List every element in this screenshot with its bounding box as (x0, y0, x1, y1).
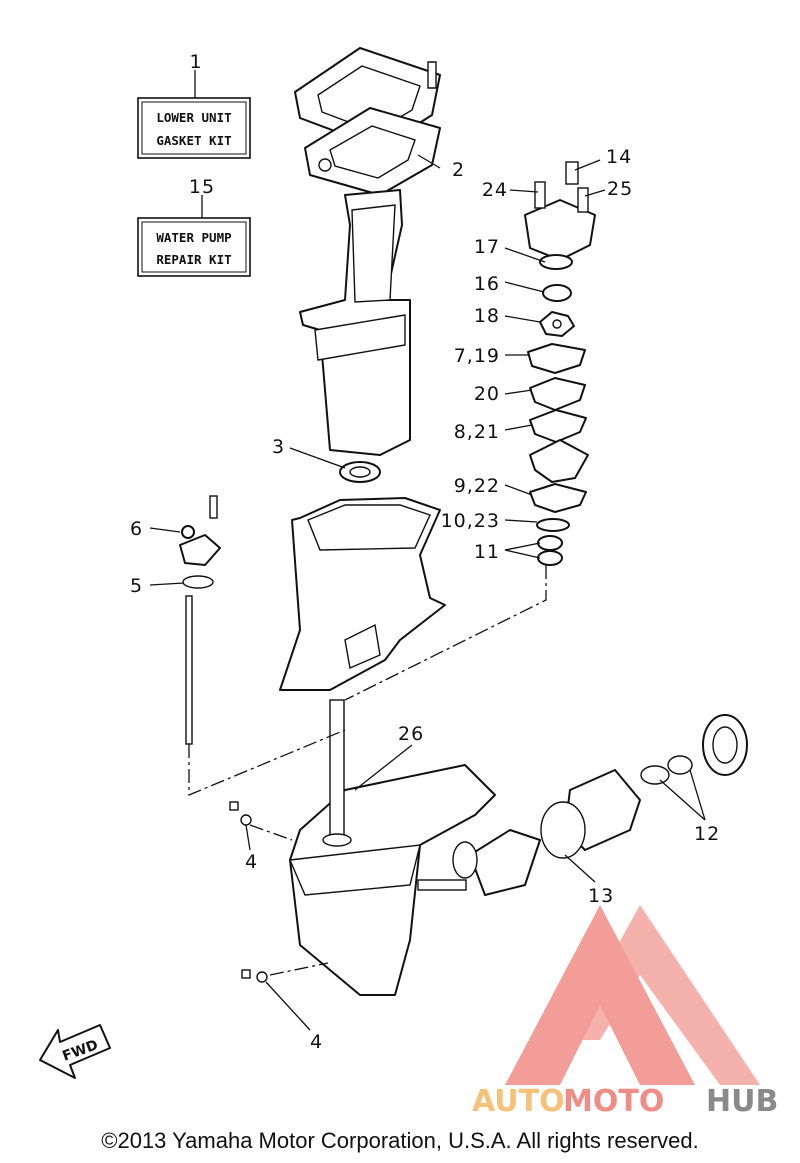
plate-8-21 (529, 409, 587, 443)
watermark-auto: AUTO (472, 1084, 565, 1119)
callout-8-21: 8,21 (454, 421, 500, 443)
callout-20: 20 (474, 383, 500, 405)
plate-17 (539, 254, 573, 270)
alignment-line-shift-rod (188, 729, 346, 796)
watermark-moto: MOTO (563, 1084, 664, 1119)
callout-12: 12 (694, 823, 720, 845)
callout-3: 3 (272, 436, 285, 458)
pump-body (529, 439, 589, 483)
callout-4: 4 (245, 851, 258, 873)
callout-1: 1 (189, 51, 202, 73)
lower-casing (288, 699, 496, 996)
bolt-upper (229, 801, 252, 826)
gasket-20 (529, 377, 586, 411)
callout-13: 13 (588, 885, 614, 907)
copyright-notice: ©2013 Yamaha Motor Corporation, U.S.A. A… (101, 1128, 699, 1153)
kit-label-line1: LOWER UNIT (156, 110, 231, 125)
driveshaft-housing (299, 189, 411, 456)
gasket-7-19 (527, 343, 586, 374)
callout-16: 16 (474, 273, 500, 295)
callout-14: 14 (606, 146, 632, 168)
callout-11: 11 (474, 541, 500, 563)
callout-26: 26 (398, 723, 424, 745)
callout-15: 15 (189, 176, 215, 198)
bolt-lower (241, 969, 268, 983)
gasket-plate (304, 107, 441, 196)
callout-10-23: 10,23 (441, 510, 500, 532)
callout-4-lower: 4 (310, 1031, 323, 1053)
kit-label-line2: GASKET KIT (156, 133, 231, 148)
watermark-wordmark: AUTO MOTO HUB (472, 1084, 778, 1119)
watermark-logo-icon (505, 905, 760, 1085)
callout-18: 18 (474, 305, 500, 327)
alignment-line-bolt-lower (269, 962, 329, 976)
oil-seal-11a (537, 535, 563, 551)
callout-17: 17 (474, 236, 500, 258)
grommet (339, 461, 381, 483)
kit-box-water-pump-repair: WATER PUMP REPAIR KIT (137, 195, 251, 277)
shift-rod-assembly (179, 495, 221, 745)
callout-2: 2 (452, 159, 465, 181)
propeller-shaft-housing (417, 714, 748, 896)
gasket-9-22 (529, 483, 587, 513)
kit-label-line1: WATER PUMP (156, 230, 231, 245)
kit-label-line2: REPAIR KIT (156, 252, 231, 267)
watermark-hub: HUB (706, 1084, 778, 1119)
callout-25: 25 (607, 178, 633, 200)
callout-7-19: 7,19 (454, 345, 500, 367)
alignment-line-bolt-upper (249, 824, 293, 841)
forward-direction-arrow-icon: FWD (39, 1024, 111, 1079)
o-ring-10-23 (536, 518, 570, 532)
callout-24: 24 (482, 179, 508, 201)
callout-5: 5 (130, 575, 143, 597)
callout-6: 6 (130, 518, 143, 540)
callout-9-22: 9,22 (454, 475, 500, 497)
oil-seal-11b (537, 550, 563, 566)
insert-cartridge (542, 284, 572, 302)
leader-lines (149, 154, 706, 1031)
alignment-line-seal (344, 565, 547, 701)
upper-casing (279, 497, 446, 691)
water-pump-housing (524, 161, 596, 261)
kit-box-lower-unit-gasket: LOWER UNIT GASKET KIT (137, 70, 251, 159)
impeller (539, 311, 575, 337)
